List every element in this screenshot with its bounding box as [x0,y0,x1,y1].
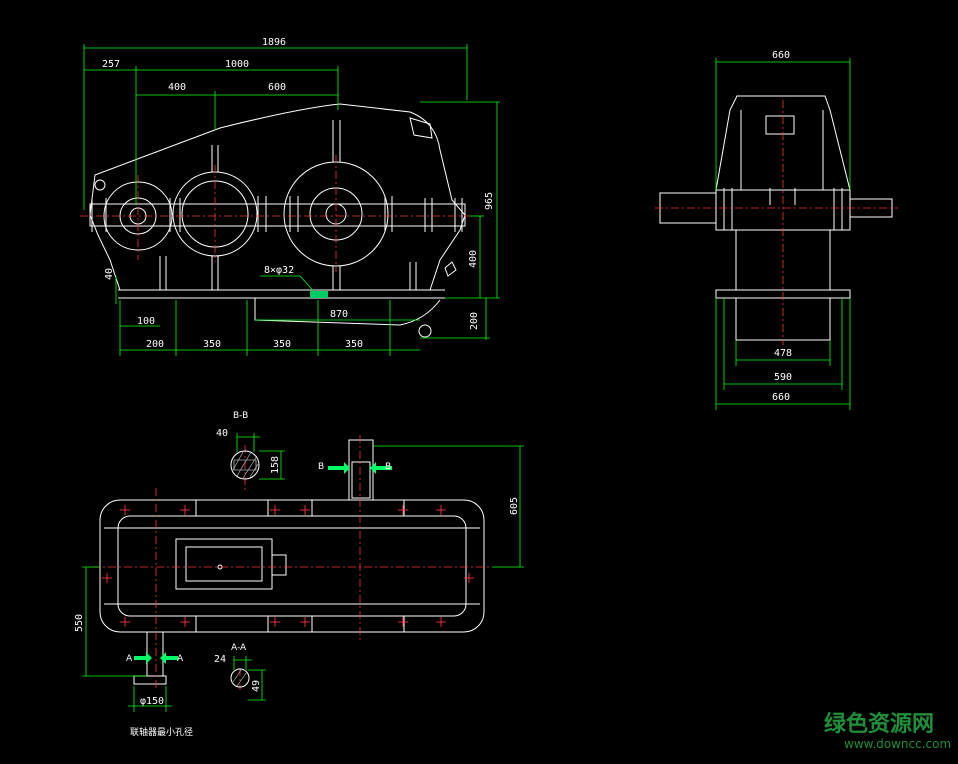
dim-aa-shaft: 49 [251,680,262,692]
section-arrows [134,462,392,664]
dim-foot-pitch-2: 350 [203,339,221,350]
dim-foot-pitch-1: 200 [146,339,164,350]
dim-total-height: 965 [484,192,495,210]
side-view [659,95,893,341]
plan-dim-texts: 605 550 φ150 B-B 40 158 A-A 24 49 B B A … [74,411,520,738]
side-dim-texts: 660 478 590 660 [772,50,792,403]
plan-view [99,439,485,685]
housing-outline [89,103,466,291]
section-aa [230,656,266,701]
plan-outer-housing [99,499,485,633]
split-flange [89,203,466,227]
coupling-note: 联轴器最小孔径 [130,726,193,738]
oil-sump [254,298,441,326]
dim-foot-pitch-4: 350 [345,339,363,350]
dim-center-2: 600 [268,82,286,93]
front-dimensions [83,44,500,356]
plan-coupling [133,675,167,685]
arrow-b-right-label: B [385,462,391,472]
dim-base-height: 200 [469,312,480,330]
front-view [89,103,466,338]
dim-base-thickness: 40 [104,268,115,280]
dim-overall-length: 1896 [262,37,286,48]
plan-inspection-inner [185,546,263,582]
dim-shaft-projection: 605 [509,497,520,515]
front-dim-texts: 1896 257 1000 400 600 965 400 200 40 100… [102,37,495,350]
plan-input-shaft [146,631,164,677]
plan-inner-housing [117,515,467,617]
dim-left-offset: 257 [102,59,120,70]
dim-bb-shaft: 158 [270,456,281,474]
plan-centerlines [92,435,492,690]
dim-shaft-height: 400 [468,250,479,268]
watermark-url: www.downcc.com [844,737,951,751]
dim-input-offset: 550 [74,614,85,632]
section-bb-title: B-B [233,411,248,421]
plan-bolt-marks [102,505,474,627]
arrow-a-left-label: A [126,654,133,664]
dim-foot-hole: 100 [137,316,155,327]
dim-bolt-span: 870 [330,309,348,320]
arrow-b-left-label: B [318,462,324,472]
side-dimensions [715,58,851,410]
side-bolts [723,188,843,230]
arrow-a-right-label: A [177,654,184,664]
watermark: 绿色资源网 www.downcc.com [824,711,951,751]
side-centerlines [655,100,898,345]
flange-bolts [91,196,463,232]
plan-dimensions [82,445,524,712]
dim-center-1: 400 [168,82,186,93]
dim-side-inner-width: 478 [774,348,792,359]
watermark-site-name: 绿色资源网 [824,711,934,737]
plan-output-shaft [348,439,374,501]
dim-aa-key-width: 24 [214,654,226,665]
dim-side-top-width: 660 [772,50,790,61]
dim-bolt-holes: 8×φ32 [264,265,294,276]
dim-coupling-dia: φ150 [140,696,164,707]
dim-bb-key-width: 40 [216,428,228,439]
dim-side-foot-span: 590 [774,372,792,383]
dim-side-base-width: 660 [772,392,790,403]
dim-foot-pitch-3: 350 [273,339,291,350]
section-bb [230,433,285,480]
front-centerlines [80,155,470,272]
section-aa-title: A-A [231,643,247,653]
dim-center-total: 1000 [225,59,249,70]
